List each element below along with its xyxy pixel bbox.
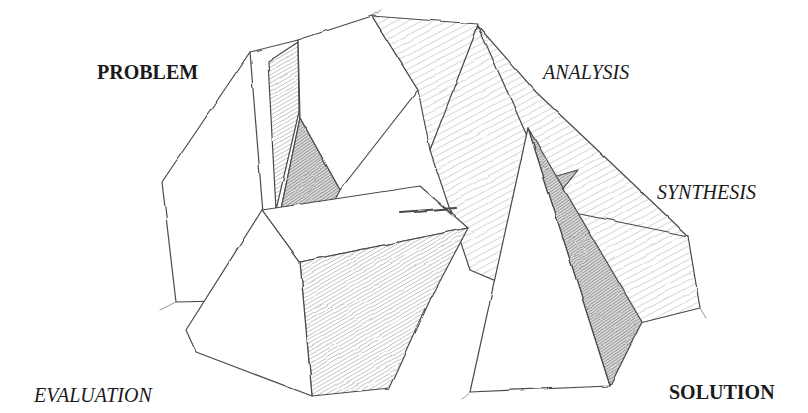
stray-stroke <box>160 10 706 398</box>
stage-label: SYNTHESIS <box>655 180 758 204</box>
block-side <box>300 228 468 396</box>
sketch-edge <box>400 208 455 212</box>
block-front <box>186 210 312 396</box>
stage-label: PROBLEM <box>95 60 200 84</box>
pyramid-front <box>470 128 610 392</box>
stage-label: SOLUTION <box>667 380 777 404</box>
stage-label: ANALYSIS <box>541 60 631 84</box>
sketch-lines <box>160 10 706 398</box>
stage-label: EVALUATION <box>32 383 154 407</box>
